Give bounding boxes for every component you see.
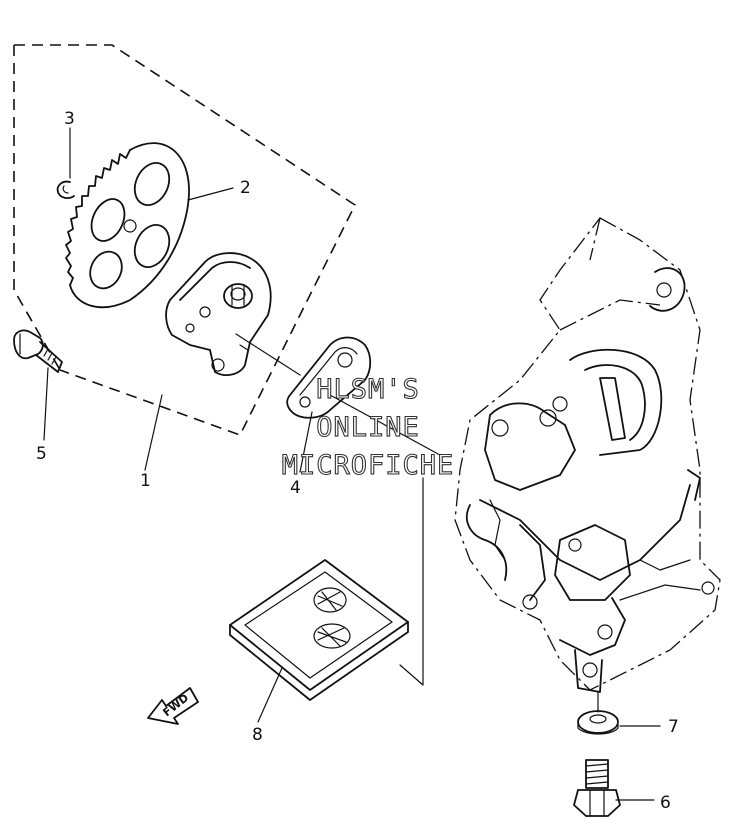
fwd-arrow-icon: FWD xyxy=(147,687,199,725)
crankcase-body xyxy=(465,267,715,693)
crankcase-outline xyxy=(454,217,721,691)
oil-strainer xyxy=(229,559,409,701)
callout-8: 8 xyxy=(252,725,263,745)
watermark-line-2: ONLINE xyxy=(316,412,420,443)
callout-7: 7 xyxy=(668,717,679,737)
gasket xyxy=(286,336,372,419)
assembly-lines xyxy=(235,333,599,713)
watermark-line-3: MICROFICHE xyxy=(282,450,455,481)
circlip xyxy=(56,180,75,199)
callout-5: 5 xyxy=(36,444,47,464)
callout-4: 4 xyxy=(290,478,301,498)
oil-pump-gear xyxy=(65,142,190,309)
fwd-label: FWD xyxy=(161,691,192,719)
oil-pump-body xyxy=(165,252,272,376)
callout-1: 1 xyxy=(140,471,151,491)
callout-2: 2 xyxy=(240,178,251,198)
assembly-1-boundary xyxy=(13,44,357,436)
callout-3: 3 xyxy=(64,109,75,129)
watermark-line-1: HLSM'S xyxy=(316,374,420,405)
drain-bolt xyxy=(573,759,621,817)
watermark: HLSM'S ONLINE MICROFICHE xyxy=(281,373,455,481)
callout-6: 6 xyxy=(660,793,671,813)
bolt xyxy=(13,329,63,373)
gasket-washer xyxy=(577,710,619,735)
leader-lines xyxy=(43,127,661,801)
